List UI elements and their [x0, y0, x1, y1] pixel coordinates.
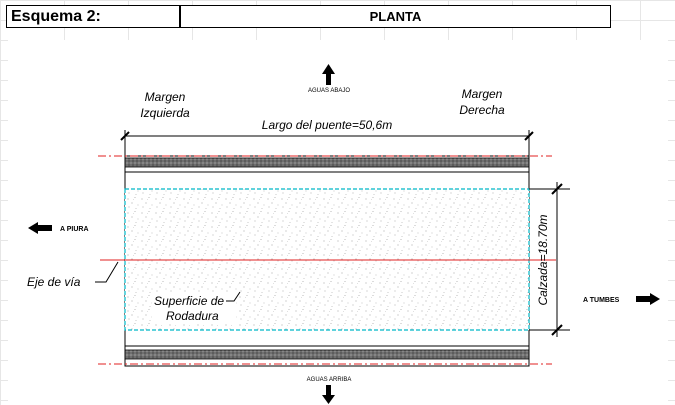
label-superficie-line2: Rodadura [166, 309, 219, 323]
top-barrier [124, 157, 530, 168]
scheme-label: Esquema 2: [6, 5, 180, 28]
label-margen-derecha-line1: Margen [462, 87, 503, 101]
arrow-right-icon [636, 293, 660, 305]
label-superficie-line1: Superficie de [154, 294, 224, 308]
label-eje-via: Eje de vía [27, 275, 81, 289]
bridge-length-dimension [120, 130, 534, 156]
arrow-down-icon [322, 385, 335, 404]
superficie-leader [226, 291, 241, 302]
label-margen-izquierda-line2: Izquierda [140, 106, 190, 120]
label-margen-izquierda-line1: Margen [145, 90, 186, 104]
arrow-up-icon [322, 64, 335, 85]
arrow-left-icon [28, 222, 52, 234]
view-title: PLANTA [180, 5, 611, 28]
label-largo-puente: Largo del puente=50,6m [262, 118, 392, 132]
eje-via-leader [95, 261, 119, 283]
roadway-width-dimension [529, 182, 570, 337]
label-a-piura: A PIURA [60, 226, 89, 233]
label-calzada: Calzada=18.70m [536, 214, 550, 305]
label-aguas-abajo: AGUAS ABAJO [308, 88, 350, 94]
superficie-label-backdrop [152, 292, 236, 324]
label-aguas-arriba: AGUAS ARRIBA [307, 377, 352, 383]
label-margen-derecha-line2: Derecha [459, 103, 505, 117]
label-a-tumbes: A TUMBES [583, 297, 620, 304]
bottom-barrier [124, 349, 530, 360]
